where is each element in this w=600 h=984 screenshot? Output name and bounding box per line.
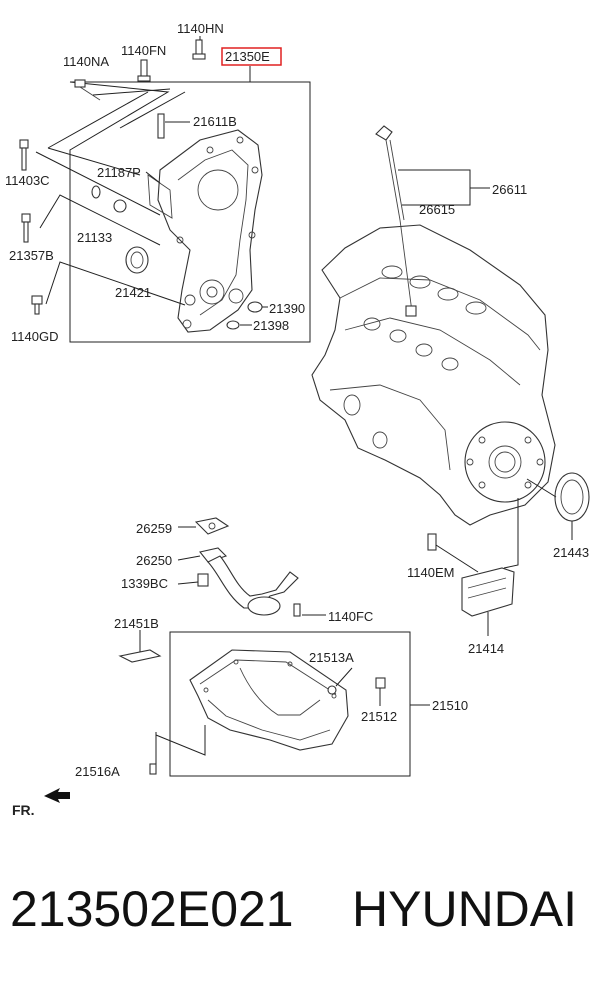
engine-block [311, 125, 590, 636]
part-number: 213502E021 [10, 881, 294, 937]
label-21357B: 21357B [9, 248, 54, 263]
oil-pan-group [118, 630, 430, 777]
label-21443: 21443 [553, 545, 589, 560]
label-21512: 21512 [361, 709, 397, 724]
timing-cover-group [69, 66, 311, 343]
label-21390: 21390 [269, 301, 305, 316]
highlight-box [221, 47, 282, 66]
label-21611B: 21611B [193, 114, 237, 129]
label-26615: 26615 [419, 202, 455, 217]
label-21414: 21414 [468, 641, 504, 656]
footer: 213502E021 HYUNDAI [0, 870, 600, 960]
label-21133: 21133 [77, 230, 112, 245]
label-1140NA: 1140NA [63, 54, 109, 69]
oil-pickup [177, 517, 326, 617]
label-11403C: 11403C [5, 173, 50, 188]
label-21187P: 21187P [97, 165, 141, 180]
label-21516A: 21516A [75, 764, 120, 779]
fasteners-left [19, 36, 206, 315]
label-21513A: 21513A [309, 650, 354, 665]
label-21350E: 21350E [225, 49, 270, 64]
label-26250: 26250 [136, 553, 172, 568]
label-1339BC: 1339BC [121, 576, 168, 591]
label-1140GD: 1140GD [11, 329, 58, 344]
part-labels: 1140HN 21350E 1140FN 1140NA 21611B 11403… [5, 21, 589, 818]
front-arrow [44, 788, 70, 803]
label-26611: 26611 [492, 182, 527, 197]
label-1140FC: 1140FC [328, 609, 373, 624]
label-1140EM: 1140EM [407, 565, 454, 580]
label-1140FN: 1140FN [121, 43, 166, 58]
label-26259: 26259 [136, 521, 172, 536]
label-21451B: 21451B [114, 616, 159, 631]
brand-name: HYUNDAI [352, 881, 578, 937]
label-21421: 21421 [115, 285, 151, 300]
label-21398: 21398 [253, 318, 289, 333]
label-fr: FR. [12, 802, 35, 818]
parts-diagram: 1140HN 21350E 1140FN 1140NA 21611B 11403… [5, 21, 590, 818]
label-1140HN: 1140HN [177, 21, 224, 36]
label-21510: 21510 [432, 698, 468, 713]
